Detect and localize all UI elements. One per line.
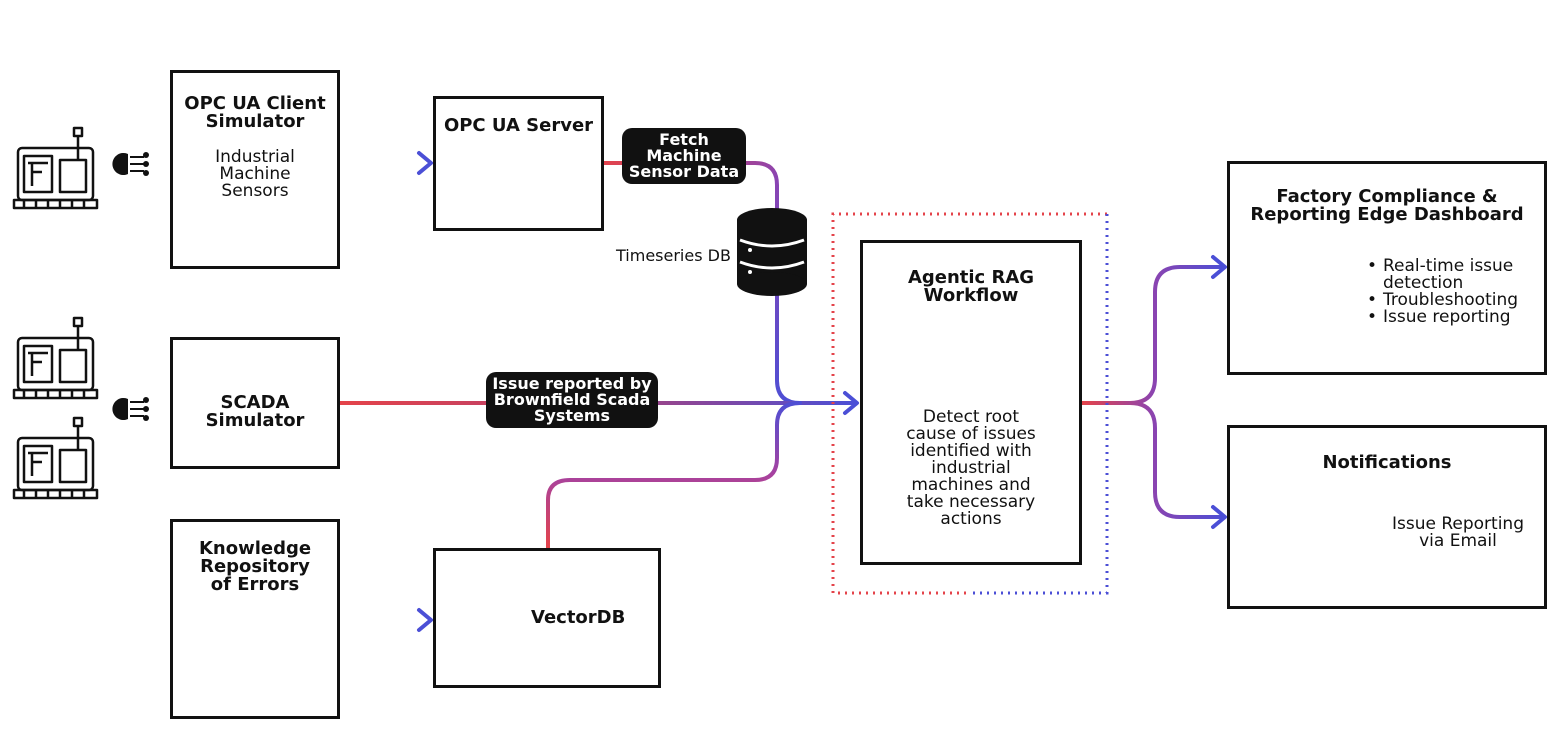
vectordb-box: VectorDB <box>433 548 661 688</box>
notifications-description: Issue Reporting via Email <box>1391 514 1524 551</box>
arrowhead-dashboard <box>1211 255 1227 279</box>
notifications-title: Notifications <box>1322 452 1452 473</box>
opc-server-box: OPC UA Server <box>433 96 604 231</box>
fetch-sensor-data-label: Fetch Machine Sensor Data <box>622 128 746 184</box>
connector-icon <box>111 396 150 422</box>
agentic-description: Detect root cause of issues identified w… <box>906 407 1036 529</box>
connector-fetch-to-agentic <box>601 161 854 405</box>
opc-client-subtitle: Industrial Machine Sensors <box>215 147 295 201</box>
agentic-title: Agentic RAG Workflow <box>907 267 1035 306</box>
opc-client-title: OPC UA Client Simulator <box>184 93 326 132</box>
arrowhead-to-agentic <box>843 391 859 415</box>
agentic-dotted-frame-left-top <box>831 212 1107 595</box>
agentic-box: Agentic RAG Workflow Detect root cause o… <box>860 240 1082 565</box>
opc-server-title: OPC UA Server <box>443 115 594 136</box>
connector-agentic-to-dashboard <box>1080 265 1224 405</box>
industrial-machine-icon <box>12 126 99 210</box>
dashboard-box: Factory Compliance & Reporting Edge Dash… <box>1227 161 1547 375</box>
industrial-machine-icon <box>12 316 99 400</box>
database-icon <box>737 208 807 296</box>
dashboard-feature-item: Troubleshooting <box>1367 292 1542 310</box>
dashboard-feature-item: Real-time issue detection <box>1367 258 1542 292</box>
arrowhead-client-server <box>417 151 433 175</box>
timeseries-db-label: Timeseries DB <box>616 246 731 265</box>
agentic-dotted-frame-right-bottom <box>970 214 1109 595</box>
arrowhead-notifications <box>1211 505 1227 529</box>
notifications-box: Notifications Issue Reporting via Email <box>1227 425 1547 609</box>
industrial-machine-icon <box>12 416 99 500</box>
opc-client-box: OPC UA Client Simulator Industrial Machi… <box>170 70 340 269</box>
connector-icon <box>112 152 149 176</box>
connector-agentic-to-notifications <box>1128 401 1224 519</box>
scada-box: SCADA Simulator <box>170 337 340 469</box>
knowledge-title: Knowledge Repository of Errors <box>198 538 312 595</box>
dashboard-feature-item: Issue reporting <box>1367 309 1542 327</box>
scada-title: SCADA Simulator <box>205 392 305 431</box>
vectordb-title: VectorDB <box>531 607 626 628</box>
arrowhead-knowledge-vectordb <box>417 608 433 632</box>
dashboard-title: Factory Compliance & Reporting Edge Dash… <box>1250 186 1524 225</box>
scada-issue-label: Issue reported by Brownfield Scada Syste… <box>486 372 658 428</box>
knowledge-box: Knowledge Repository of Errors <box>170 519 340 719</box>
connector-vectordb-to-agentic <box>546 401 802 550</box>
dashboard-feature-list: Real-time issue detection Troubleshootin… <box>1367 258 1542 327</box>
